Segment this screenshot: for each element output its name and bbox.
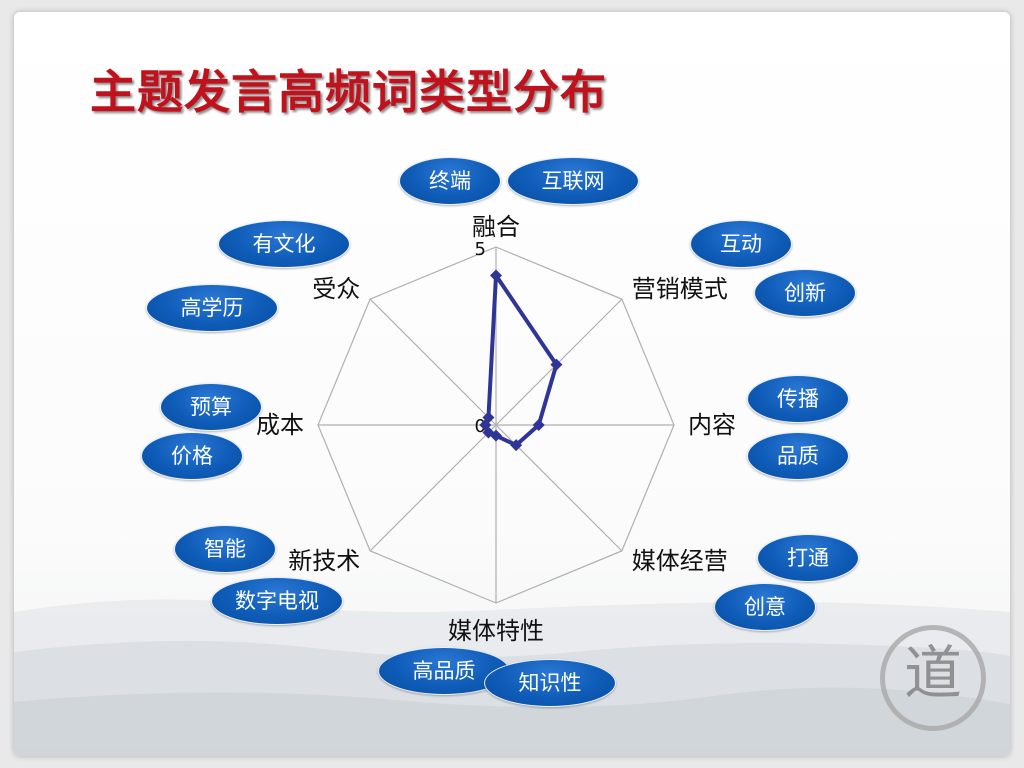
radar-axis-label-3: 媒体经营 bbox=[632, 547, 728, 575]
tag-pinzhi: 品质 bbox=[747, 432, 849, 480]
tag-datong: 打通 bbox=[757, 534, 859, 582]
radar-axis-label-6: 成本 bbox=[256, 411, 304, 439]
radar-axis-label-5: 新技术 bbox=[288, 547, 360, 575]
tag-youwenhua: 有文化 bbox=[218, 220, 350, 268]
radar-tick-label-0: 0 bbox=[475, 416, 486, 437]
tag-gaoxueli: 高学历 bbox=[146, 284, 278, 332]
radar-point-2 bbox=[532, 419, 545, 431]
tag-yusuan: 预算 bbox=[160, 383, 262, 431]
dao-seal-logo: 道 bbox=[880, 625, 986, 731]
radar-point-1 bbox=[550, 358, 563, 371]
radar-axis-label-0: 融合 bbox=[472, 213, 520, 241]
tag-zhineng: 智能 bbox=[174, 525, 276, 573]
tag-hudong: 互动 bbox=[690, 220, 792, 268]
radar-spoke-5 bbox=[369, 424, 497, 552]
tag-jiage: 价格 bbox=[141, 432, 243, 480]
radar-tick-label-5: 5 bbox=[475, 239, 486, 260]
tag-zhishixing: 知识性 bbox=[484, 659, 616, 707]
tag-shuzidianshi: 数字电视 bbox=[211, 577, 343, 625]
tag-zhongduan: 终端 bbox=[399, 157, 501, 205]
tag-chuanbo: 传播 bbox=[747, 375, 849, 423]
radar-spoke-7 bbox=[369, 298, 497, 426]
radar-point-3 bbox=[510, 439, 523, 452]
radar-axis-label-2: 内容 bbox=[688, 411, 736, 439]
radar-point-0 bbox=[490, 269, 502, 282]
radar-axis-label-7: 受众 bbox=[312, 275, 360, 303]
tag-chuangxin: 创新 bbox=[754, 269, 856, 317]
radar-axis-label-1: 营销模式 bbox=[632, 275, 728, 303]
tag-chuangyi: 创意 bbox=[714, 583, 816, 631]
slide: 主题发言高频词类型分布 bbox=[14, 12, 1010, 756]
radar-axis-label-4: 媒体特性 bbox=[448, 617, 544, 645]
tag-hulianwang: 互联网 bbox=[507, 157, 639, 205]
slide-title: 主题发言高频词类型分布 bbox=[90, 65, 607, 119]
radar-point-7 bbox=[482, 411, 495, 424]
